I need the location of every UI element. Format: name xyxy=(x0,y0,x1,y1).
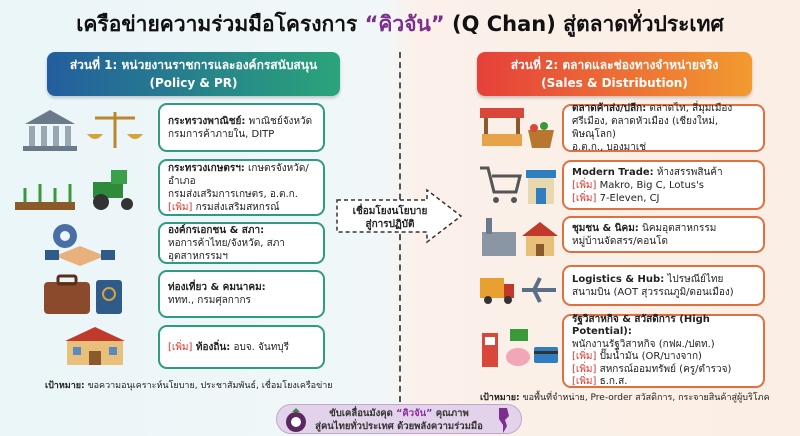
market-stall-icon xyxy=(480,108,554,148)
box-line: สนามบิน (AOT สุวรรณภูมิ/ดอนเมือง) xyxy=(572,286,734,298)
left-goal: เป้าหมาย: ขอความอนุเคราะห์นโยบาย, ประชาส… xyxy=(45,378,333,392)
box-title: ท้องถิ่น: xyxy=(192,341,231,353)
box-line: กรมการค้าภายใน, DITP xyxy=(168,128,275,140)
policy-box-agriculture: กระทรวงเกษตรฯ: เกษตรจังหวัด/อำเภอกรมส่งเ… xyxy=(158,159,325,216)
box-text: พาณิชย์จังหวัด xyxy=(245,115,313,127)
box-title: รัฐวิสาหกิจ & สวัสดิการ (High Potential)… xyxy=(572,313,710,338)
box-text: ธ.ก.ส. xyxy=(596,376,628,387)
sales-box-community: ชุมชน & นิคม: นิคมอุตสาหกรรมหมู่บ้านจัดส… xyxy=(562,216,765,253)
add-tag: [เพิ่ม] xyxy=(572,363,597,375)
box-line: ททท., กรมศุลกากร xyxy=(168,295,251,306)
cart-store-icon xyxy=(480,166,556,204)
box-text: สหกรณ์ออมทรัพย์ (ครู/ตำรวจ) xyxy=(596,363,732,375)
sales-box-wholesale: ตลาดค้าส่ง/ปลีก: ตลาดไท, สี่มุมเมืองศรีเ… xyxy=(562,103,765,153)
goal-label: เป้าหมาย: xyxy=(45,381,85,391)
box-line: หมู่บ้านจัดสรร/คอนโด xyxy=(572,235,668,247)
footer-highlight: “คิวจัน” xyxy=(396,408,433,419)
footer-text: ขับเคลื่อนมังคุด xyxy=(329,408,397,419)
add-tag: [เพิ่ม] xyxy=(572,376,597,387)
section-1-subtitle: (Policy & PR) xyxy=(149,76,238,90)
box-text: เกษตรจังหวัด/อำเภอ xyxy=(168,162,309,187)
sales-box-logistics: Logistics & Hub: ไปรษณีย์ไทยสนามบิน (AOT… xyxy=(562,265,765,306)
gear-handshake-icon xyxy=(45,224,115,266)
section-2-subtitle: (Sales & Distribution) xyxy=(541,76,688,90)
box-title: ตลาดค้าส่ง/ปลีก: xyxy=(572,103,647,114)
section-2-title: ส่วนที่ 2: ตลาดและช่องทางจำหน่ายจริง xyxy=(510,58,719,72)
box-line: กรมส่งเสริมการเกษตร, อ.ต.ก. xyxy=(168,188,298,200)
box-text: 7-Eleven, CJ xyxy=(596,192,660,204)
box-title: Logistics & Hub: xyxy=(572,273,665,285)
arrow-line2: สู่การปฏิบัติ xyxy=(365,219,415,230)
box-text: Makro, Big C, Lotus's xyxy=(596,179,704,191)
title-highlight: “คิวจัน” xyxy=(364,12,445,36)
footer-line2: สู่คนไทยทั่วประเทศ ด้วยพลังความร่วมมือ xyxy=(315,421,483,432)
add-tag: [เพิ่ม] xyxy=(168,341,193,353)
goal-label: เป้าหมาย: xyxy=(480,393,520,403)
box-text: อบจ. จันทบุรี xyxy=(230,341,290,353)
goal-text: ขอความอนุเคราะห์นโยบาย, ประชาสัมพันธ์, เ… xyxy=(84,381,333,391)
box-line: พนักงานรัฐวิสาหกิจ (กฟผ./ปตท.) xyxy=(572,338,715,350)
box-line: หอการค้าไทย/จังหวัด, สภาอุตสาหกรรมฯ xyxy=(168,237,285,262)
section-1-title: ส่วนที่ 1: หน่วยงานราชการและองค์กรสนับสน… xyxy=(69,58,318,72)
factory-house-icon xyxy=(482,218,558,256)
right-goal: เป้าหมาย: ขอพื้นที่จำหน่าย, Pre-order สว… xyxy=(480,390,770,404)
box-text: ตลาดไท, สี่มุมเมือง xyxy=(646,103,733,114)
footer-suffix: คุณภาพ xyxy=(432,408,469,419)
title-text: เครือข่ายความร่วมมือโครงการ xyxy=(76,12,365,36)
town-hall-icon xyxy=(65,327,125,365)
box-text: ปั๊มน้ำมัน (OR/บางจาก) xyxy=(596,351,702,362)
box-line: อ.ต.ก., บองมาเช่ xyxy=(572,142,647,153)
mangosteen-icon xyxy=(286,408,306,432)
thailand-map-icon xyxy=(499,408,509,433)
box-line: ศรีเมือง, ตลาดหัวเมือง (เชียงใหม่, พิษณุ… xyxy=(572,116,719,140)
sales-box-modern-trade: Modern Trade: ห้างสรรพสินค้า [เพิ่ม] Makr… xyxy=(562,160,765,210)
box-title: กระทรวงพาณิชย์: xyxy=(168,115,246,127)
arrow-line1: เชื่อมโยงนโยบาย xyxy=(352,206,428,217)
box-text: นิคมอุตสาหกรรม xyxy=(638,222,717,234)
box-text: ไปรษณีย์ไทย xyxy=(664,273,724,285)
box-text: กรมส่งเสริมสหกรณ์ xyxy=(192,201,280,213)
goal-text: ขอพื้นที่จำหน่าย, Pre-order สวัสดิการ, ก… xyxy=(519,393,770,403)
suitcase-passport-icon xyxy=(44,274,122,314)
title-suffix: (Q Chan) สู่ตลาดทั่วประเทศ xyxy=(444,12,724,36)
farm-tractor-icon xyxy=(15,170,133,210)
add-tag: [เพิ่ม] xyxy=(572,179,597,191)
add-tag: [เพิ่ม] xyxy=(168,201,193,213)
policy-box-local: [เพิ่ม] ท้องถิ่น: อบจ. จันทบุรี xyxy=(158,325,325,369)
section-2-header: ส่วนที่ 2: ตลาดและช่องทางจำหน่ายจริง (Sal… xyxy=(477,52,752,96)
truck-plane-icon xyxy=(480,277,556,304)
box-title: Modern Trade: xyxy=(572,166,654,178)
add-tag: [เพิ่ม] xyxy=(572,192,597,204)
government-building-scales-icon xyxy=(23,110,143,151)
link-arrow-label: เชื่อมโยงนโยบายสู่การปฏิบัติ xyxy=(340,205,440,231)
page-title: เครือข่ายความร่วมมือโครงการ “คิวจัน” (Q … xyxy=(0,8,800,41)
footer-banner: ขับเคลื่อนมังคุด “คิวจัน” คุณภาพ สู่คนไท… xyxy=(276,404,522,434)
box-title: ท่องเที่ยว & คมนาคม: xyxy=(168,282,266,293)
fuel-piggybank-card-icon xyxy=(482,329,558,367)
box-title: ชุมชน & นิคม: xyxy=(572,222,639,234)
sales-box-state-enterprise: รัฐวิสาหกิจ & สวัสดิการ (High Potential)… xyxy=(562,314,765,388)
link-arrow-icon xyxy=(336,188,463,244)
policy-box-private-sector: องค์กรเอกชน & สภา:หอการค้าไทย/จังหวัด, ส… xyxy=(158,222,325,264)
box-title: องค์กรเอกชน & สภา: xyxy=(168,224,265,236)
policy-box-commerce: กระทรวงพาณิชย์: พาณิชย์จังหวัดกรมการค้าภ… xyxy=(158,103,325,152)
box-title: กระทรวงเกษตรฯ: xyxy=(168,162,245,174)
policy-box-tourism: ท่องเที่ยว & คมนาคม: ททท., กรมศุลกากร xyxy=(158,270,325,318)
box-text: ห้างสรรพสินค้า xyxy=(653,166,723,178)
section-1-header: ส่วนที่ 1: หน่วยงานราชการและองค์กรสนับสน… xyxy=(47,52,340,96)
add-tag: [เพิ่ม] xyxy=(572,351,597,362)
